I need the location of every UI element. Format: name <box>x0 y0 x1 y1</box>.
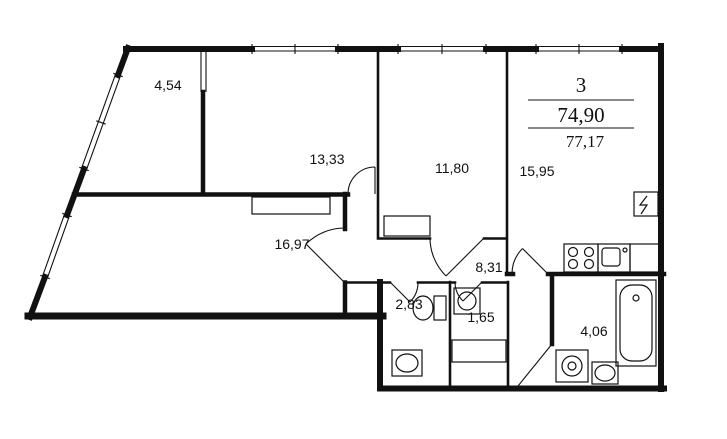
interior-load-bearing-walls <box>71 89 667 347</box>
area-label-storage: 1,65 <box>467 309 494 325</box>
radiator <box>383 215 431 237</box>
door-bedroom-2 <box>429 237 485 277</box>
total-area-value: 77,17 <box>566 132 605 151</box>
title-block: 3 74,90 77,17 <box>528 73 634 151</box>
radiators <box>251 196 431 237</box>
room-area-labels: 4,54 13,33 11,80 15,95 16,97 8,31 2,83 1… <box>154 77 607 339</box>
electric-panel-icon <box>633 191 659 217</box>
area-label-bedroom-2: 11,80 <box>435 160 469 176</box>
radiator <box>251 196 331 215</box>
windows <box>40 44 623 280</box>
drying-rack <box>629 243 661 273</box>
door-kitchen <box>511 248 549 275</box>
area-label-living-room: 16,97 <box>274 236 309 252</box>
exterior-walls <box>24 43 667 392</box>
water-heater <box>453 287 481 315</box>
door-wc <box>389 281 419 303</box>
bathroom-washbasin <box>591 361 619 385</box>
rooms-count-value: 3 <box>576 73 587 97</box>
wc-washbasin <box>391 349 423 377</box>
area-label-balcony: 4,54 <box>154 77 181 93</box>
area-label-bathroom: 4,06 <box>580 323 607 339</box>
door-living-room <box>305 227 346 284</box>
area-label-bedroom-1: 13,33 <box>309 151 344 167</box>
interior-partition-walls <box>343 46 510 390</box>
living-area-value: 74,90 <box>557 103 604 127</box>
built-in-closet <box>451 339 507 363</box>
area-label-wc: 2,83 <box>395 296 422 312</box>
door-bedroom-1 <box>347 166 376 195</box>
kitchen-sink <box>597 243 631 273</box>
toilet <box>412 295 447 321</box>
door-bathroom <box>517 343 553 387</box>
kitchen-fixtures <box>563 191 661 273</box>
stove <box>563 243 599 273</box>
area-label-kitchen: 15,95 <box>519 163 554 179</box>
area-label-hallway: 8,31 <box>475 259 502 275</box>
bathtub <box>615 279 657 367</box>
storage-fixtures <box>451 287 507 363</box>
wc-fixtures <box>391 295 447 377</box>
washing-machine <box>555 349 589 383</box>
door-storage <box>454 281 483 302</box>
bathroom-fixtures <box>555 279 657 385</box>
door-swings <box>305 166 553 387</box>
